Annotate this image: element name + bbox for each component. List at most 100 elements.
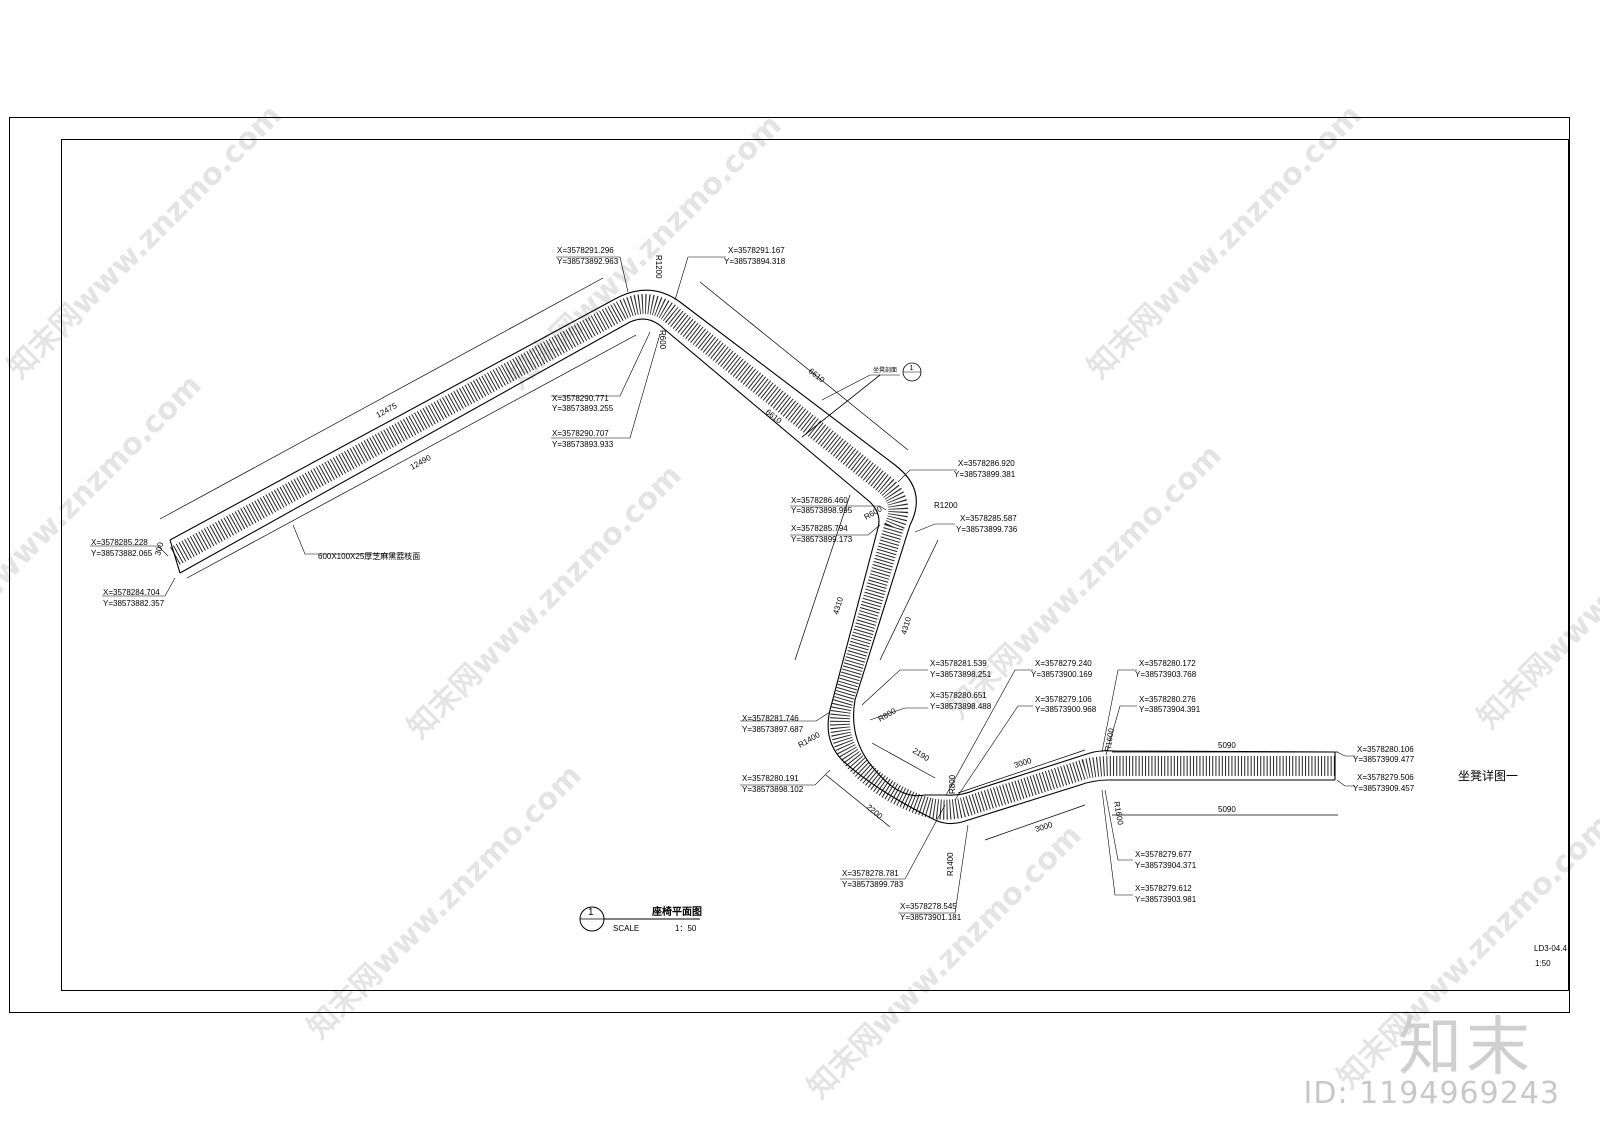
outer-border bbox=[9, 117, 1570, 1013]
dim-2200: 2200 bbox=[865, 803, 885, 822]
radius-r1400-bottom: R1400 bbox=[946, 852, 955, 876]
callout-number: 1 bbox=[588, 907, 594, 918]
section-marker: 坐凳剖面 1 bbox=[873, 362, 922, 382]
section-cut-line bbox=[801, 374, 881, 438]
coord-x: X=3578291.296 bbox=[557, 246, 614, 255]
scale-label: SCALE bbox=[613, 924, 639, 933]
coord-x: X=3578280.276 bbox=[1139, 695, 1196, 704]
dim-5090-a: 5090 bbox=[1218, 741, 1236, 750]
radius-r1600-top: R1600 bbox=[1103, 727, 1116, 752]
coord-y: Y=38573893.255 bbox=[552, 404, 614, 413]
brand-logo: 知末 bbox=[1398, 1011, 1534, 1085]
radius-r800-bottom: R800 bbox=[948, 774, 957, 794]
coord-y: Y=38573909.477 bbox=[1353, 755, 1415, 764]
dim-5090-b: 5090 bbox=[1218, 805, 1236, 814]
coord-x: X=3578279.240 bbox=[1035, 659, 1092, 668]
coord-x: X=3578285.587 bbox=[960, 514, 1017, 523]
watermark-text: 知末网www.znzmo.com bbox=[401, 458, 689, 746]
coord-x: X=3578279.106 bbox=[1035, 695, 1092, 704]
sheet-scale: 1:50 bbox=[1535, 959, 1551, 968]
radius-r1200-mid: R1200 bbox=[934, 501, 958, 510]
radius-r1200-top: R1200 bbox=[654, 255, 663, 279]
bench-end-left bbox=[169, 539, 181, 574]
coord-x: X=3578281.539 bbox=[930, 659, 987, 668]
watermark-layer: 知末网www.znzmo.com 知末网www.znzmo.com 知末网www… bbox=[0, 98, 1600, 1106]
coord-y: Y=38573898.102 bbox=[742, 785, 804, 794]
coord-x: X=3578286.460 bbox=[791, 496, 848, 505]
coord-x: X=3578281.746 bbox=[742, 714, 799, 723]
plan-title: 座椅平面图 bbox=[651, 905, 702, 918]
coord-x: X=3578280.106 bbox=[1357, 745, 1414, 754]
coord-y: Y=38573897.687 bbox=[742, 725, 804, 734]
coord-y: Y=38573882.357 bbox=[103, 599, 165, 608]
coordinate-labels: X=3578285.228 Y=38573882.065 X=3578284.7… bbox=[91, 246, 1415, 922]
watermark-text: 知末网www.znzmo.com bbox=[1, 98, 289, 386]
coord-y: Y=38573892.963 bbox=[557, 257, 619, 266]
coord-y: Y=38573894.318 bbox=[724, 257, 786, 266]
bench-inner-edge bbox=[179, 318, 1335, 825]
coord-x: X=3578284.704 bbox=[103, 588, 160, 597]
watermark-text: 知末网www.znzmo.com bbox=[0, 368, 209, 656]
coord-y: Y=38573904.371 bbox=[1135, 861, 1197, 870]
watermark-text: 知末网www.znzmo.com bbox=[801, 818, 1089, 1106]
coord-y: Y=38573899.736 bbox=[956, 525, 1018, 534]
detail-title: 坐凳详图一 bbox=[1458, 768, 1518, 783]
scale-value: 1：50 bbox=[675, 924, 697, 933]
coord-y: Y=38573899.783 bbox=[842, 880, 904, 889]
coord-x: X=3578290.771 bbox=[552, 394, 609, 403]
coord-y: Y=38573904.391 bbox=[1139, 705, 1201, 714]
bench-plan bbox=[169, 289, 1336, 825]
coord-y: Y=38573898.488 bbox=[930, 702, 992, 711]
coord-x: X=3578278.781 bbox=[842, 869, 899, 878]
coord-y: Y=38573903.981 bbox=[1135, 895, 1197, 904]
watermark-text: 知末网www.znzmo.com bbox=[941, 438, 1229, 726]
coord-y: Y=38573898.995 bbox=[791, 506, 853, 515]
coord-x: X=3578278.545 bbox=[900, 902, 957, 911]
dimension-lines bbox=[159, 277, 1338, 841]
dim-12490: 12490 bbox=[409, 453, 433, 472]
coord-y: Y=38573901.181 bbox=[900, 913, 962, 922]
coord-y: Y=38573903.768 bbox=[1135, 670, 1197, 679]
coord-x: X=3578279.677 bbox=[1135, 850, 1192, 859]
leader-lines bbox=[90, 256, 1355, 914]
radius-labels: R1200 R600 R600 R1200 R800 R1400 R1400 R… bbox=[654, 255, 1125, 876]
watermark-text: 知末网www.znzmo.com bbox=[301, 758, 589, 1046]
section-marker-number: 1 bbox=[910, 365, 914, 372]
coord-y: Y=38573899.381 bbox=[954, 470, 1016, 479]
coord-x: X=3578280.191 bbox=[742, 774, 799, 783]
dim-6610-b: 6610 bbox=[764, 407, 784, 425]
coord-x: X=3578291.167 bbox=[728, 246, 785, 255]
coord-y: Y=38573909.457 bbox=[1353, 784, 1415, 793]
dim-12475: 12475 bbox=[375, 401, 399, 420]
bench-outer-edge bbox=[169, 289, 1336, 797]
dim-width: 300 bbox=[153, 541, 165, 557]
dim-2190: 2190 bbox=[911, 746, 931, 763]
watermark-text: 知末网www.znzmo.com bbox=[1081, 98, 1369, 386]
sheet-number: LD3-04.4 bbox=[1534, 944, 1567, 953]
radius-r1600-bottom: R1600 bbox=[1112, 801, 1125, 826]
coord-y: Y=38573898.251 bbox=[930, 670, 992, 679]
radius-r600-top: R600 bbox=[658, 330, 667, 350]
coord-x: X=3578279.506 bbox=[1357, 773, 1414, 782]
dim-4310-b: 4310 bbox=[899, 615, 913, 635]
coord-x: X=3578280.172 bbox=[1139, 659, 1196, 668]
material-note: 600X100X25厚芝麻黑荔枝面 bbox=[318, 551, 420, 561]
coord-x: X=3578280.651 bbox=[930, 691, 987, 700]
dim-4310-a: 4310 bbox=[831, 595, 845, 615]
section-marker-label: 坐凳剖面 bbox=[873, 366, 897, 374]
coord-y: Y=38573893.933 bbox=[552, 440, 614, 449]
image-id-label: ID: 1194969243 bbox=[1303, 1076, 1560, 1111]
inner-border bbox=[61, 139, 1569, 991]
coord-x: X=3578279.612 bbox=[1135, 884, 1192, 893]
radius-r800: R800 bbox=[877, 706, 899, 724]
coord-x: X=3578285.228 bbox=[91, 538, 148, 547]
coord-x: X=3578290.707 bbox=[552, 429, 609, 438]
watermark-text: 知末网www.znzmo.com bbox=[1471, 448, 1600, 736]
coord-y: Y=38573882.065 bbox=[91, 549, 153, 558]
plan-title-block: 1 座椅平面图 SCALE 1：50 bbox=[579, 905, 702, 933]
coord-y: Y=38573900.169 bbox=[1031, 670, 1093, 679]
coord-y: Y=38573900.968 bbox=[1035, 705, 1097, 714]
dim-3000-a: 3000 bbox=[1013, 756, 1033, 770]
bench-slat-band bbox=[170, 294, 1335, 820]
